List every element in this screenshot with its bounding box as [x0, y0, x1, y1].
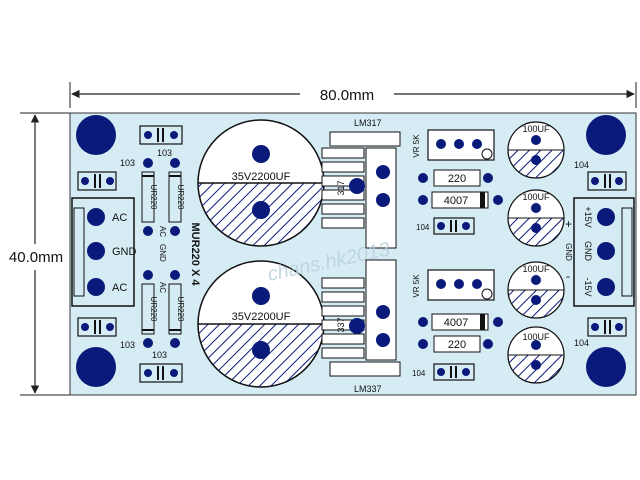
- rectifier-label-1: UR220: [149, 185, 158, 210]
- mounting-hole-bottom-right: [586, 347, 626, 387]
- diode-top-label: 4007: [444, 195, 468, 207]
- bridge-ac-label-1: AC: [158, 226, 167, 237]
- main-cap-top-label: 35V2200UF: [232, 171, 291, 183]
- reg-bottom-pin-1: [349, 318, 365, 334]
- trimmer-pot-bottom: [427, 269, 495, 301]
- small-cap-4: [507, 326, 565, 384]
- input-pin-1: AC: [112, 212, 127, 224]
- reg-top-pin-2: [376, 165, 390, 179]
- width-label: 80.0mm: [320, 87, 374, 104]
- small-cap-1-label: 100UF: [522, 124, 550, 134]
- small-cap-2-label: 100UF: [522, 192, 550, 202]
- rectifier-note: MUR220 X 4: [189, 223, 201, 287]
- output-pin-3: -15V: [583, 277, 593, 296]
- cap-104-label-right-top: 104: [574, 160, 589, 170]
- resistor-top: [418, 169, 493, 187]
- diode-bottom-label: 4007: [444, 317, 468, 329]
- small-cap-3: [507, 261, 565, 319]
- bridge-gnd-label: GND: [158, 244, 167, 262]
- trimmer-pot-top: [427, 129, 495, 161]
- mounting-hole-top-right: [586, 115, 626, 155]
- bridge-ac-label-2: AC: [158, 282, 167, 293]
- regulator-top-label: LM317: [354, 118, 382, 128]
- small-cap-1: [507, 121, 565, 179]
- reg-bottom-pin-2: [376, 305, 390, 319]
- cap-103-bridge-top: [139, 125, 183, 145]
- reg-top-pin-3: [376, 193, 390, 207]
- height-dimension: 40.0mm: [9, 112, 70, 396]
- cap-104-label-middle-bottom: 104: [412, 369, 426, 378]
- rectifier-diode-3: [141, 270, 155, 348]
- regulator-bottom-label: LM337: [354, 384, 382, 394]
- cap-104-right-top: [587, 171, 627, 191]
- cap-104-label-right-bottom: 104: [574, 338, 589, 348]
- output-plus-symbol: +: [565, 217, 572, 231]
- rectifier-label-2: UR220: [176, 185, 185, 210]
- rectifier-label-3: UR220: [149, 297, 158, 322]
- height-label: 40.0mm: [9, 249, 63, 266]
- main-cap-bottom: [197, 260, 325, 388]
- rectifier-diode-2: [168, 158, 182, 236]
- mounting-hole-top-left: [76, 115, 116, 155]
- resistor-bottom-label: 220: [448, 339, 466, 351]
- rectifier-diode-4: [168, 270, 182, 348]
- output-minus-symbol: -: [566, 269, 570, 283]
- mounting-hole-bottom-left: [76, 347, 116, 387]
- pot-top-label: VR 5K: [412, 134, 421, 158]
- output-terminal-block: [573, 197, 635, 307]
- rectifier-diode-1: [141, 158, 155, 236]
- output-pin-1: +15V: [583, 206, 593, 227]
- reg-top-pin-1: [349, 178, 365, 194]
- cap-103-left-top: [77, 171, 117, 191]
- input-pin-2: GND: [112, 246, 137, 258]
- cap-103-label-left-bottom: 103: [120, 340, 135, 350]
- small-cap-2: [507, 189, 565, 247]
- width-dimension: 80.0mm: [69, 82, 637, 108]
- output-gnd-label: GND: [564, 243, 573, 261]
- resistor-bottom: [418, 335, 493, 353]
- cap-104-middle-bottom: [433, 363, 475, 381]
- regulator-top-mark: 317: [336, 180, 346, 195]
- cap-103-left-bottom: [77, 317, 117, 337]
- reg-bottom-pin-3: [376, 333, 390, 347]
- regulator-bottom-mark: 337: [336, 317, 346, 332]
- input-terminal-block: [71, 197, 135, 307]
- diode-top: [418, 191, 503, 209]
- cap-103-label-bridge-bottom: 103: [152, 350, 167, 360]
- cap-104-label-middle-top: 104: [416, 223, 430, 232]
- small-cap-4-label: 100UF: [522, 332, 550, 342]
- cap-104-middle-top: [433, 217, 475, 235]
- pot-bottom-label: VR 5K: [412, 274, 421, 298]
- resistor-top-label: 220: [448, 173, 466, 185]
- diode-bottom: [418, 313, 503, 331]
- cap-104-right-bottom: [587, 317, 627, 337]
- small-cap-3-label: 100UF: [522, 264, 550, 274]
- main-cap-top: [197, 119, 325, 247]
- rectifier-label-4: UR220: [176, 297, 185, 322]
- cap-103-label-left-top: 103: [120, 158, 135, 168]
- main-cap-bottom-label: 35V2200UF: [232, 311, 291, 323]
- input-pin-3: AC: [112, 282, 127, 294]
- output-pin-2: GND: [583, 241, 593, 262]
- cap-103-bridge-bottom: [139, 363, 183, 383]
- cap-103-label-bridge-top: 103: [157, 148, 172, 158]
